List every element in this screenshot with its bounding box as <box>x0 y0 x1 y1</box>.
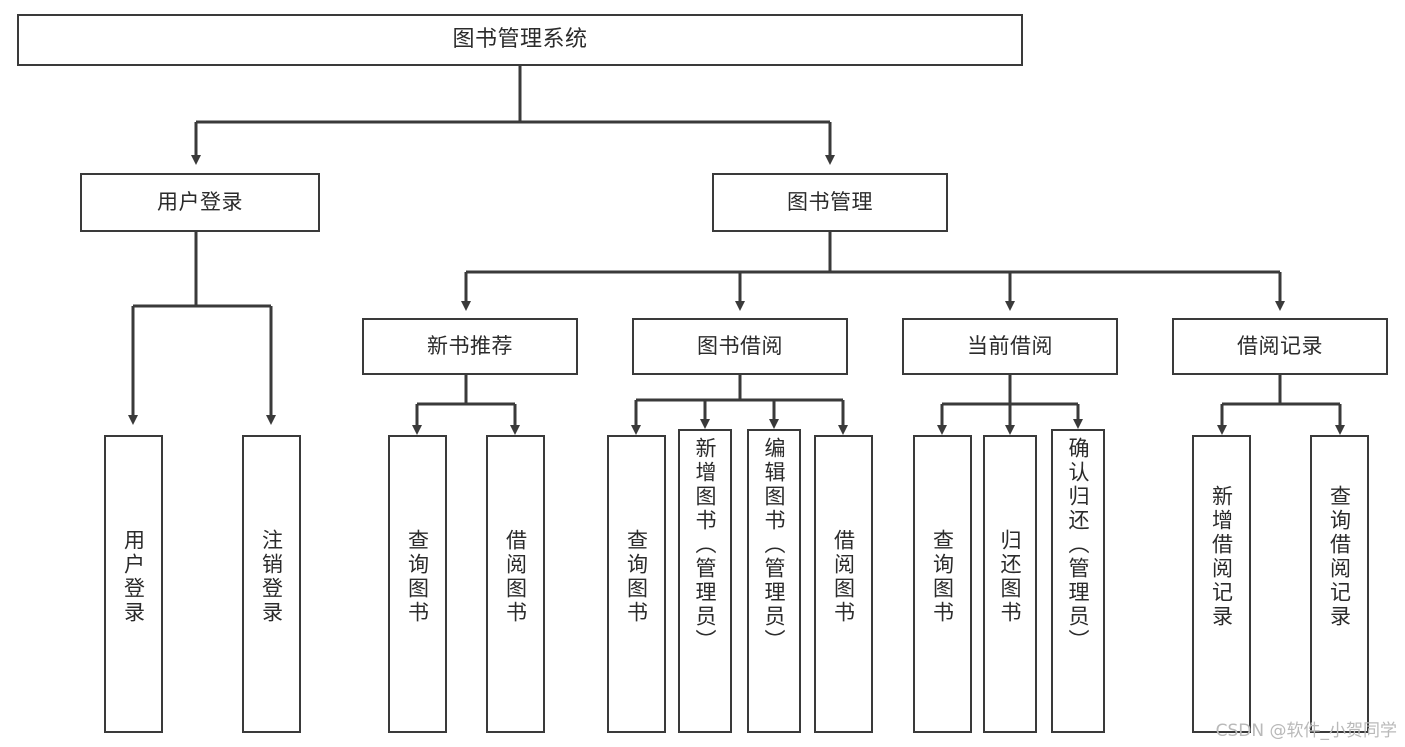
leaf-record-query[interactable]: 查询借阅记录 <box>1310 435 1369 733</box>
leaf-new-book-borrow[interactable]: 借阅图书 <box>486 435 545 733</box>
leaf-record-add[interactable]: 新增借阅记录 <box>1192 435 1251 733</box>
leaf-borrow-query-book[interactable]: 查询图书 <box>607 435 666 733</box>
node-current-borrow[interactable]: 当前借阅 <box>902 318 1118 375</box>
node-user-login[interactable]: 用户登录 <box>80 173 320 232</box>
leaf-user-login-signout[interactable]: 注销登录 <box>242 435 301 733</box>
leaf-borrow-borrow-book[interactable]: 借阅图书 <box>814 435 873 733</box>
leaf-current-return-book[interactable]: 归还图书 <box>983 435 1037 733</box>
node-root-system[interactable]: 图书管理系统 <box>17 14 1023 66</box>
node-new-book-recommend[interactable]: 新书推荐 <box>362 318 578 375</box>
leaf-new-book-query[interactable]: 查询图书 <box>388 435 447 733</box>
leaf-borrow-edit-book-admin[interactable]: 编辑图书（管理员） <box>747 429 801 733</box>
leaf-current-confirm-return-admin[interactable]: 确认归还（管理员） <box>1051 429 1105 733</box>
node-borrow-record[interactable]: 借阅记录 <box>1172 318 1388 375</box>
node-book-borrow[interactable]: 图书借阅 <box>632 318 848 375</box>
leaf-current-query-book[interactable]: 查询图书 <box>913 435 972 733</box>
leaf-user-login-signin[interactable]: 用户登录 <box>104 435 163 733</box>
node-book-management[interactable]: 图书管理 <box>712 173 948 232</box>
leaf-borrow-add-book-admin[interactable]: 新增图书（管理员） <box>678 429 732 733</box>
